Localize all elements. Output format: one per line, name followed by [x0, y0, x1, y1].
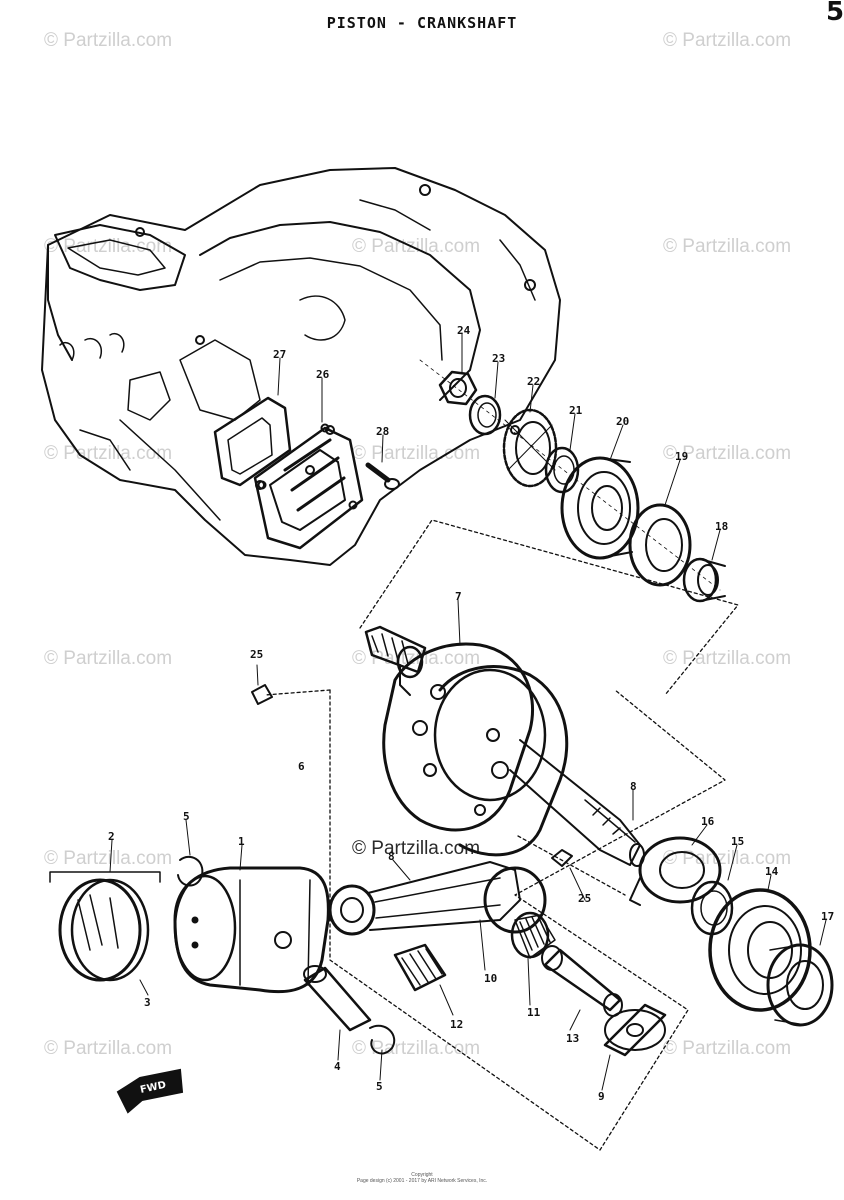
- right-bearing-stack-drawing: [629, 836, 834, 1027]
- callout-19: 19: [675, 450, 688, 463]
- callout-24: 24: [457, 324, 471, 337]
- diagram-title: PISTON - CRANKSHAFT: [326, 14, 518, 32]
- watermark: © Partzilla.com: [352, 236, 481, 257]
- callout-28: 28: [376, 425, 389, 438]
- callout-10: 10: [484, 972, 497, 985]
- callout-15: 15: [731, 835, 744, 848]
- watermark: © Partzilla.com: [663, 30, 792, 51]
- watermark: © Partzilla.com: [44, 236, 173, 257]
- callout-5-top: 5: [183, 810, 190, 823]
- callout-1: 1: [238, 835, 245, 848]
- copyright-line-1: Copyright: [411, 1172, 433, 1178]
- callout-27: 27: [273, 348, 286, 361]
- watermark: © Partzilla.com: [44, 648, 173, 669]
- callout-4: 4: [334, 1060, 341, 1073]
- callout-3: 3: [144, 996, 151, 1009]
- callout-26: 26: [316, 368, 330, 381]
- callout-13: 13: [566, 1032, 579, 1045]
- callout-2: 2: [108, 830, 115, 843]
- crankshaft-drawing: [364, 625, 645, 867]
- watermark: © Partzilla.com: [663, 1038, 792, 1059]
- washer-9-drawing: [603, 1003, 667, 1057]
- callout-25-lower: 25: [578, 892, 591, 905]
- watermark: © Partzilla.com: [44, 30, 173, 51]
- callout-14: 14: [765, 865, 779, 878]
- copyright-line-2: Page design (c) 2001 - 2017 by ARI Netwo…: [356, 1178, 488, 1184]
- callout-16: 16: [701, 815, 715, 828]
- callout-20: 20: [616, 415, 629, 428]
- crankcase-drawing: [41, 167, 561, 566]
- key-25-drawing: [551, 849, 573, 867]
- piston-group-drawing: [49, 855, 396, 1055]
- callout-25-upper: 25: [250, 648, 263, 661]
- watermark: © Partzilla.com: [663, 236, 792, 257]
- callout-17: 17: [821, 910, 834, 923]
- screw-28-drawing: [365, 462, 400, 490]
- page-marker: 5: [826, 0, 844, 27]
- callout-7: 7: [455, 590, 462, 603]
- reed-valve-drawing: [213, 396, 364, 550]
- callout-22: 22: [527, 375, 540, 388]
- key-25-upper-drawing: [251, 684, 273, 705]
- watermark: © Partzilla.com: [352, 838, 481, 859]
- front-arrow-label: FWD: [139, 1080, 167, 1096]
- watermark: © Partzilla.com: [663, 848, 792, 869]
- watermark: © Partzilla.com: [663, 443, 792, 464]
- watermark: © Partzilla.com: [352, 443, 481, 464]
- callout-9: 9: [598, 1090, 605, 1103]
- callout-8-crank: 8: [630, 780, 637, 793]
- primary-drive-drawing: [419, 359, 726, 603]
- needle-bearing-12-drawing: [393, 943, 447, 992]
- callout-18: 18: [715, 520, 728, 533]
- callout-23: 23: [492, 352, 505, 365]
- needle-bearing-11-drawing: [510, 911, 556, 959]
- crank-pin-13-drawing: [541, 945, 623, 1017]
- watermark: © Partzilla.com: [44, 1038, 173, 1059]
- watermark: © Partzilla.com: [663, 648, 792, 669]
- callout-labels: 24 23 22 21 20 19 18 27 26 28 7 25 6 8 8…: [108, 324, 834, 1103]
- leader-lines: [109, 333, 827, 1091]
- callout-12: 12: [450, 1018, 463, 1031]
- assembly-outline: [264, 519, 739, 1151]
- copyright-notice: Copyright Page design (c) 2001 - 2017 by…: [0, 1172, 844, 1184]
- callout-21: 21: [569, 404, 583, 417]
- watermark: © Partzilla.com: [44, 848, 173, 869]
- callout-11: 11: [527, 1006, 541, 1019]
- callout-5-bottom: 5: [376, 1080, 383, 1093]
- callout-6: 6: [298, 760, 305, 773]
- connecting-rod-drawing: [328, 861, 547, 936]
- callout-8-rod: 8: [388, 850, 395, 863]
- front-direction-arrow: FWD: [116, 1068, 184, 1114]
